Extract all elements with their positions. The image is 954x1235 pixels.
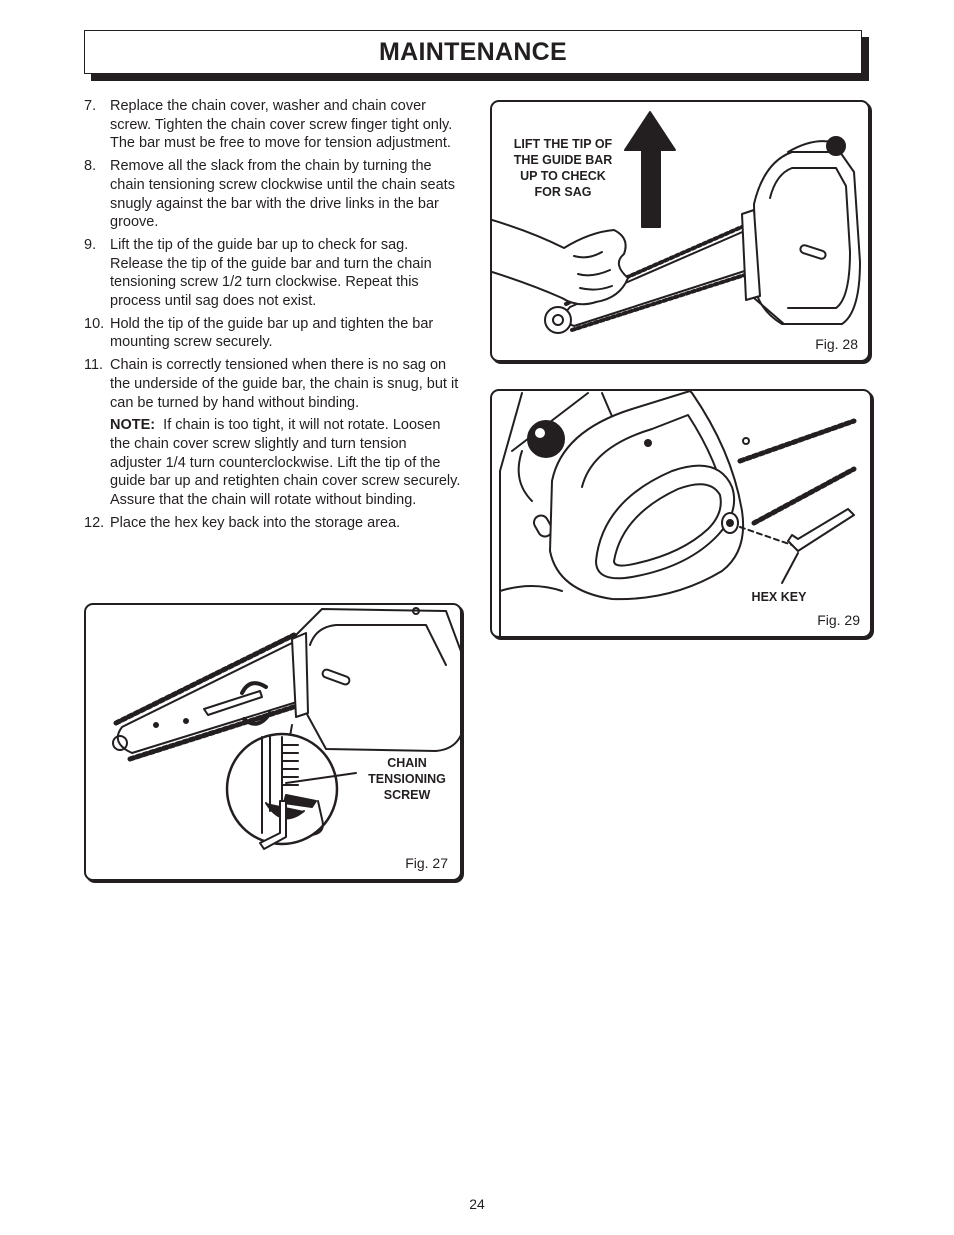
chain-tensioning-screw-callout: CHAIN TENSIONING SCREW bbox=[362, 755, 452, 803]
step-text: Lift the tip of the guide bar up to chec… bbox=[110, 236, 432, 310]
callout-line: UP TO CHECK bbox=[520, 169, 606, 183]
figure-caption: Fig. 28 bbox=[815, 336, 858, 352]
callout-line: SCREW bbox=[383, 788, 431, 802]
section-title: MAINTENANCE bbox=[378, 38, 568, 66]
step-number: 11. bbox=[84, 357, 104, 374]
callout-line: THE GUIDE BAR bbox=[513, 153, 613, 167]
step-number: 10. bbox=[84, 315, 105, 332]
step-7: 7. Replace the chain cover, washer and c… bbox=[84, 97, 462, 153]
step-number: 7. bbox=[84, 98, 97, 114]
step-11: 11. Chain is correctly tensioned when th… bbox=[84, 356, 462, 412]
figure-29: HEX KEY Fig. 29 bbox=[490, 389, 872, 638]
instruction-list: 7. Replace the chain cover, washer and c… bbox=[84, 97, 462, 536]
figure-29-illustration bbox=[499, 391, 857, 636]
callout-line: FOR SAG bbox=[534, 185, 592, 199]
step-text: Remove all the slack from the chain by t… bbox=[110, 158, 455, 231]
figure-27: CHAIN TENSIONING SCREW Fig. 27 bbox=[84, 603, 462, 881]
figure-caption: Fig. 29 bbox=[817, 612, 860, 628]
note-text: If chain is too tight, it will not rotat… bbox=[110, 417, 461, 509]
figure-caption: Fig. 27 bbox=[405, 855, 448, 871]
step-text: Replace the chain cover, washer and chai… bbox=[110, 98, 453, 152]
step-text: Place the hex key back into the storage … bbox=[110, 514, 401, 531]
callout-line: LIFT THE TIP OF bbox=[513, 137, 613, 151]
callout-line: HEX KEY bbox=[751, 590, 807, 604]
step-8: 8. Remove all the slack from the chain b… bbox=[84, 157, 462, 232]
page-number: 24 bbox=[469, 1196, 485, 1212]
step-number: 9. bbox=[84, 236, 97, 253]
callout-line: CHAIN bbox=[387, 756, 427, 770]
note-paragraph: NOTE: If chain is too tight, it will not… bbox=[84, 416, 462, 510]
step-12: 12. Place the hex key back into the stor… bbox=[84, 514, 462, 533]
step-number: 8. bbox=[84, 158, 97, 175]
callout-line: TENSIONING bbox=[368, 772, 446, 786]
figure-28-illustration bbox=[492, 111, 861, 334]
step-number: 12. bbox=[84, 514, 105, 531]
step-9: 9. Lift the tip of the guide bar up to c… bbox=[84, 236, 462, 311]
lift-tip-callout: LIFT THE TIP OF THE GUIDE BAR UP TO CHEC… bbox=[498, 136, 628, 200]
section-header: MAINTENANCE bbox=[84, 30, 862, 74]
figure-27-illustration bbox=[112, 607, 460, 850]
figure-28: LIFT THE TIP OF THE GUIDE BAR UP TO CHEC… bbox=[490, 100, 870, 362]
step-text: Hold the tip of the guide bar up and tig… bbox=[110, 315, 434, 351]
hex-key-callout: HEX KEY bbox=[746, 589, 812, 605]
step-text: Chain is correctly tensioned when there … bbox=[110, 357, 459, 411]
step-10: 10. Hold the tip of the guide bar up and… bbox=[84, 315, 462, 352]
note-label: NOTE: bbox=[110, 417, 156, 434]
